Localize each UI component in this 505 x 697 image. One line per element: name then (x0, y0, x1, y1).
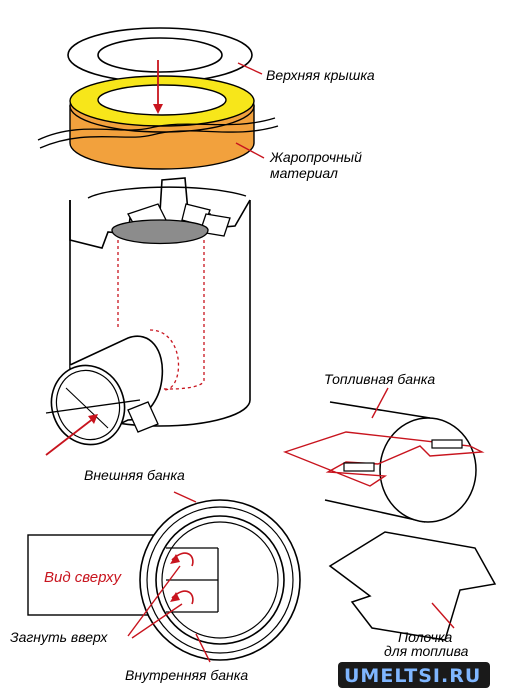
fuel-can-label: Топливная банка (324, 371, 435, 387)
bend-leader-1 (127, 565, 181, 637)
top-view-label: Вид сверху (44, 569, 122, 586)
inner-can-label: Внутренняя банка (125, 667, 248, 683)
side-inlet-tube (45, 335, 164, 446)
top-lid-label: Верхняя крышка (266, 67, 375, 83)
heat-material-label-line1: Жаропрочный (269, 149, 362, 165)
fuel-shelf-leader (431, 602, 455, 629)
fuel-shelf-label-line1: Полочка (398, 629, 453, 645)
outer-can-label: Внешняя банка (84, 467, 185, 483)
fuel-shelf (328, 531, 497, 641)
bend-up-label: Загнуть вверх (10, 629, 108, 645)
lid-arrow (153, 60, 163, 114)
outer-can-leader (173, 491, 197, 503)
bend-leader-2 (131, 603, 183, 639)
fuel-can-leader (371, 387, 389, 419)
watermark-backdrop (338, 662, 490, 688)
material-leader (235, 142, 265, 159)
watermark-logo: UMELTSI.RU (344, 665, 481, 687)
top-view (27, 499, 301, 661)
heat-resistant-material (37, 75, 279, 170)
inner-can-leader (195, 633, 211, 663)
lid-leader (237, 62, 263, 75)
heat-material-label-line2: материал (270, 165, 338, 181)
inlet-arrow (45, 414, 98, 456)
fuel-shelf-label-line2: для топлива (384, 643, 469, 659)
fuel-can (282, 401, 485, 523)
top-lid (67, 27, 253, 83)
